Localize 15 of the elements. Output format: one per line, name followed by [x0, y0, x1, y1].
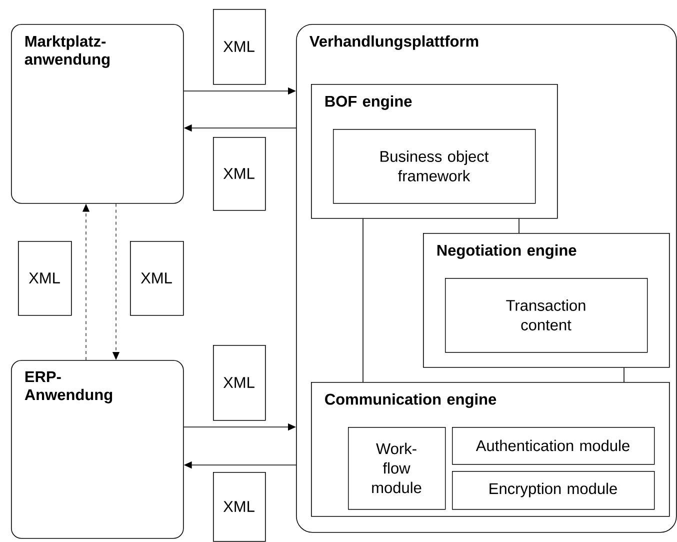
module-box: Encryption module — [452, 471, 655, 510]
document-box: XML — [213, 345, 266, 421]
application-box: ERP- Anwendung — [11, 360, 184, 539]
module-box: Work- flow module — [348, 427, 446, 510]
document-box: XML — [213, 137, 266, 211]
document-box: XML — [18, 240, 72, 316]
connector-line — [362, 218, 364, 382]
document-box: XML — [130, 240, 184, 316]
module-box: Authentication module — [452, 427, 655, 465]
document-box: XML — [213, 472, 266, 542]
connector-line — [518, 218, 520, 234]
document-box: XML — [213, 9, 266, 85]
module-box: Transaction content — [445, 278, 648, 353]
application-box: Marktplatz- anwendung — [11, 24, 184, 204]
module-box: Business object framework — [333, 129, 536, 204]
